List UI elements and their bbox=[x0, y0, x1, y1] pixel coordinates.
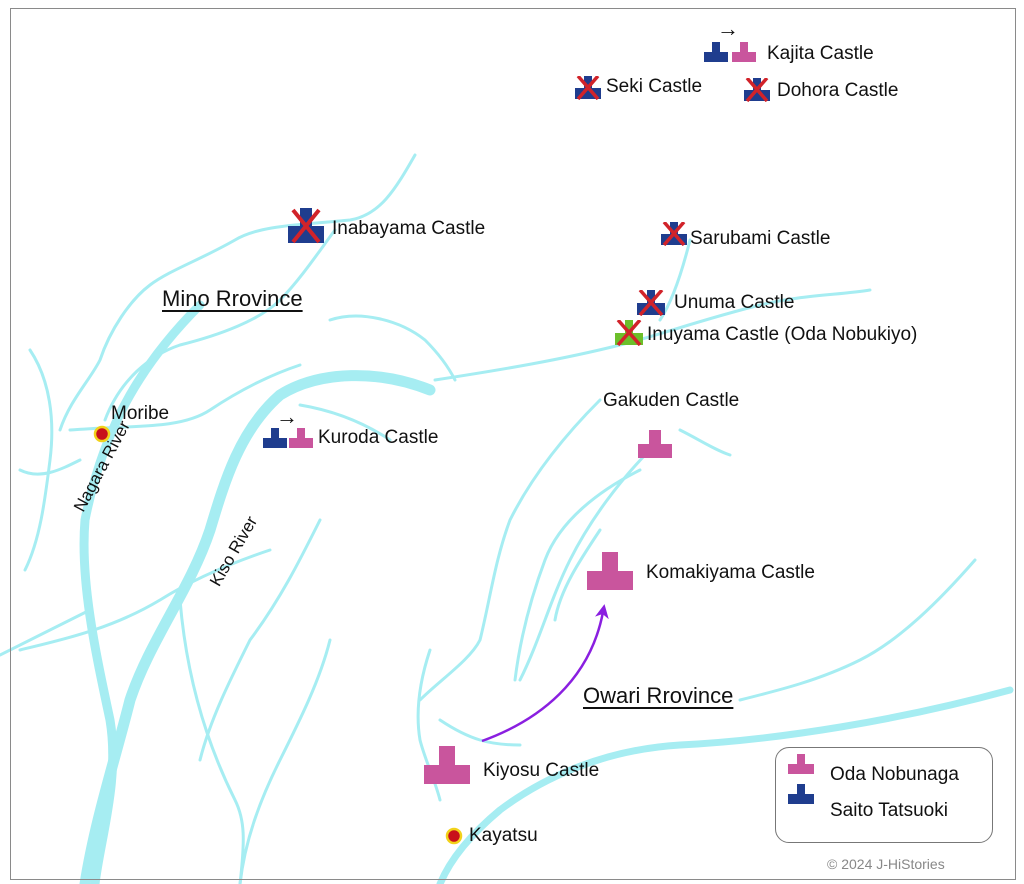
legend: Oda Nobunaga Saito Tatsuoki bbox=[775, 747, 993, 843]
destroyed-saito-castle-icon bbox=[288, 208, 324, 244]
oda-castle-icon bbox=[424, 746, 470, 784]
inabayama-castle-label: Inabayama Castle bbox=[332, 218, 486, 239]
sarubami-castle-label: Sarubami Castle bbox=[690, 228, 831, 249]
town-marker-icon bbox=[93, 425, 111, 443]
kiso-river-main bbox=[79, 370, 436, 884]
destroyed-saito-castle-icon bbox=[575, 76, 601, 100]
transfer-arrow: → bbox=[276, 404, 298, 429]
gakuden-castle-label: Gakuden Castle bbox=[603, 390, 740, 411]
copyright: © 2024 J-HiStories bbox=[827, 856, 945, 872]
destroyed-saito-castle-icon bbox=[637, 290, 665, 316]
oda-castle-icon bbox=[788, 754, 814, 774]
mino-province-label: Mino Rrovince bbox=[162, 286, 303, 311]
kuroda-castle-label: Kuroda Castle bbox=[318, 427, 439, 448]
legend-saito-label: Saito Tatsuoki bbox=[830, 800, 948, 821]
oda-castle-icon bbox=[638, 430, 672, 458]
oda-castle-icon bbox=[732, 42, 756, 62]
seki-castle-label: Seki Castle bbox=[606, 76, 703, 97]
unuma-castle-label: Unuma Castle bbox=[674, 292, 795, 313]
saito-castle-icon bbox=[788, 784, 814, 804]
destroyed-saito-castle-icon bbox=[661, 222, 687, 246]
oda-castle-icon bbox=[289, 428, 313, 448]
destroyed-nobukiyo-castle-icon bbox=[615, 320, 643, 346]
oda-castle-icon bbox=[587, 552, 633, 590]
moribe-label: Moribe bbox=[111, 403, 170, 424]
inuyama-castle-label: Inuyama Castle (Oda Nobukiyo) bbox=[647, 324, 918, 345]
kajita-castle-label: Kajita Castle bbox=[767, 43, 874, 64]
town-marker-icon bbox=[445, 827, 463, 845]
kayatsu-label: Kayatsu bbox=[469, 825, 538, 846]
komakiyama-castle-label: Komakiyama Castle bbox=[646, 562, 815, 583]
dohora-castle-label: Dohora Castle bbox=[777, 80, 899, 101]
legend-oda-label: Oda Nobunaga bbox=[830, 764, 959, 785]
advance-arrow bbox=[481, 604, 609, 743]
saito-castle-icon bbox=[704, 42, 728, 62]
owari-province-label: Owari Rrovince bbox=[583, 683, 734, 708]
kiyosu-castle-label: Kiyosu Castle bbox=[483, 760, 600, 781]
saito-castle-icon bbox=[263, 428, 287, 448]
destroyed-saito-castle-icon bbox=[744, 78, 770, 102]
owari-channel bbox=[436, 686, 1014, 884]
transfer-arrow: → bbox=[717, 16, 739, 41]
